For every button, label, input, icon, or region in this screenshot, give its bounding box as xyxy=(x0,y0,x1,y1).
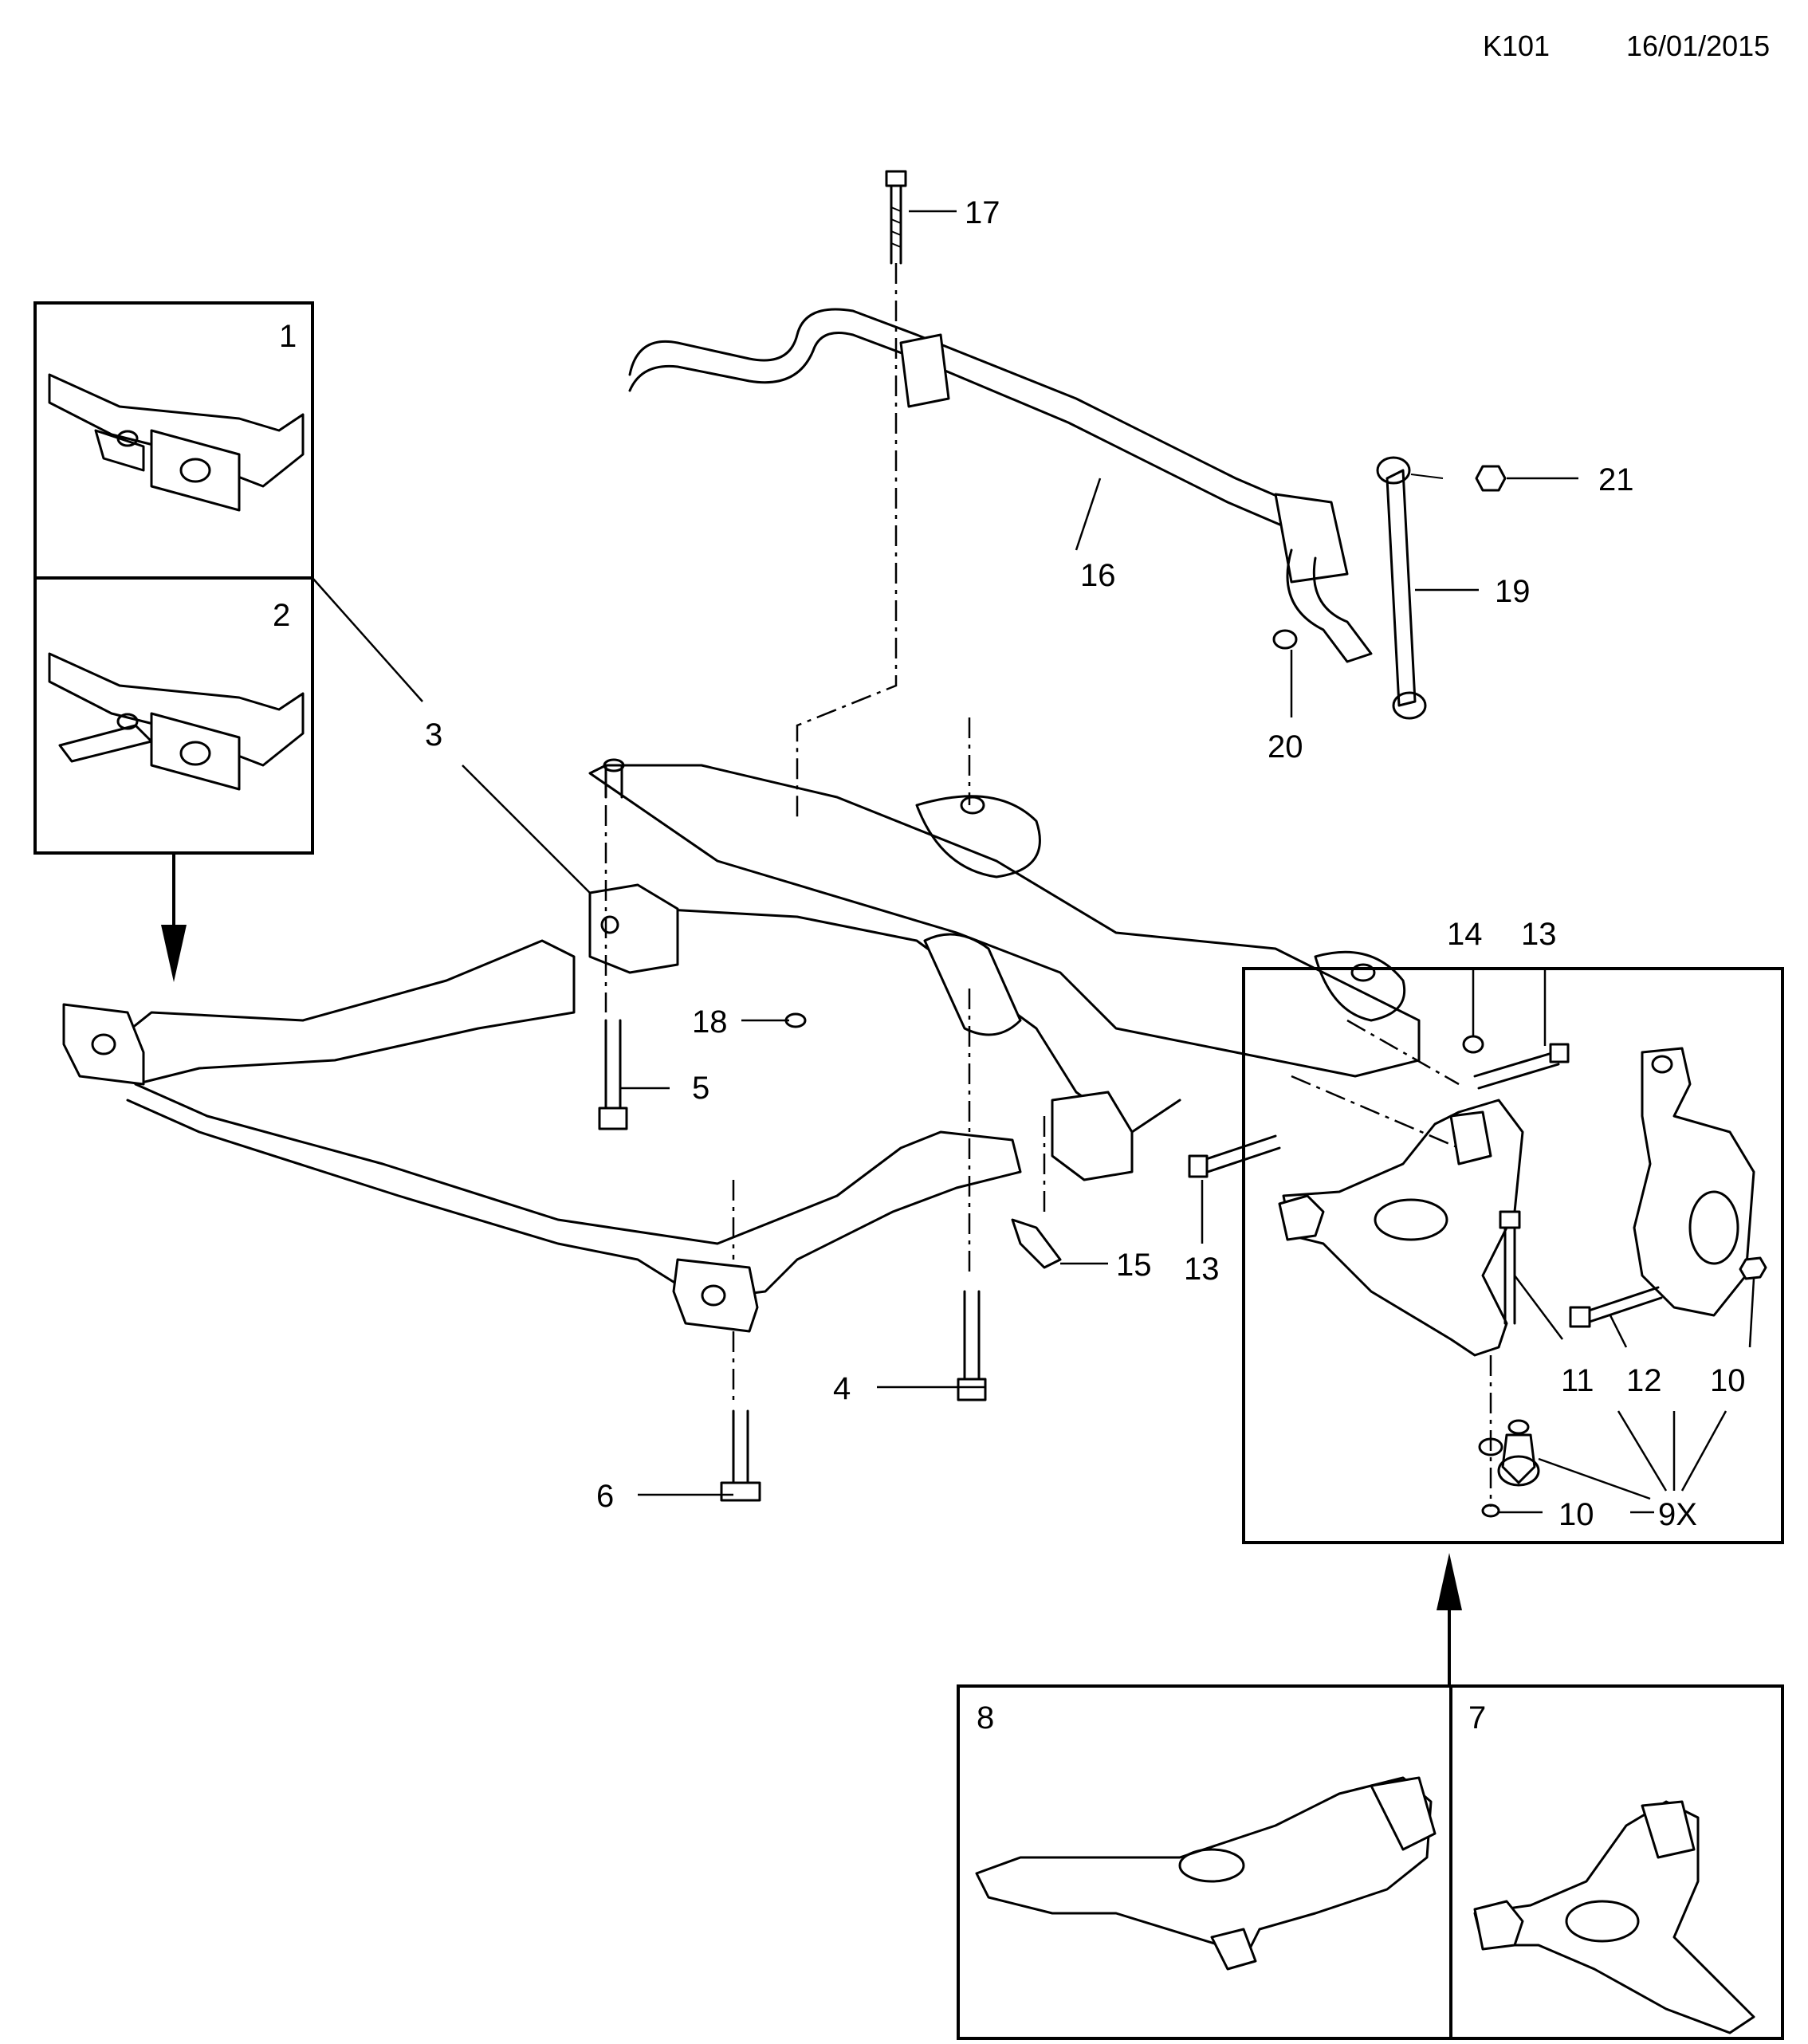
callout-2: 2 xyxy=(273,598,290,633)
frame-variant-2-illustration xyxy=(48,652,305,791)
bolt-4-illustration xyxy=(957,1290,987,1401)
callout-6: 6 xyxy=(596,1479,614,1514)
stabilizer-bar-illustration xyxy=(628,308,1373,663)
callout-21: 21 xyxy=(1598,462,1634,497)
inset-control-arm-assembly xyxy=(1242,967,1784,1544)
diagram-date: 16/01/2015 xyxy=(1626,29,1770,62)
callout-11: 11 xyxy=(1561,1363,1594,1398)
diagram-code: K101 xyxy=(1483,29,1550,62)
callout-15: 15 xyxy=(1116,1248,1152,1283)
bolt-17-illustration xyxy=(885,170,907,265)
steering-knuckle-illustration xyxy=(1633,1047,1755,1317)
callout-16: 16 xyxy=(1080,558,1116,593)
callout-7: 7 xyxy=(1468,1700,1486,1735)
control-arm-illustration xyxy=(1278,1099,1524,1357)
bracket-15-illustration xyxy=(1011,1218,1062,1269)
bolt-12-illustration xyxy=(1569,1286,1663,1328)
front-subframe-illustration xyxy=(588,758,1421,1181)
arrow-down-icon xyxy=(161,925,187,982)
bolt-5-illustration xyxy=(598,1019,628,1130)
callout-8: 8 xyxy=(977,1700,994,1735)
washer-14-illustration xyxy=(1462,1035,1484,1054)
leader-lines xyxy=(312,210,1755,1514)
ball-joint-illustration xyxy=(1478,1419,1540,1518)
bolt-13-illustration xyxy=(1188,1043,1570,1178)
callout-20: 20 xyxy=(1268,729,1303,765)
callout-14: 14 xyxy=(1447,917,1483,952)
callout-10-lower: 10 xyxy=(1558,1497,1594,1532)
callout-9x: 9X xyxy=(1658,1497,1697,1532)
frame-variant-1-illustration xyxy=(48,373,305,512)
callout-19: 19 xyxy=(1495,574,1531,609)
callout-labels: 1 2 3 4 5 6 7 8 9X 10 10 11 12 13 13 14 … xyxy=(273,195,1746,1735)
callout-12: 12 xyxy=(1626,1363,1662,1398)
callout-10-upper: 10 xyxy=(1710,1363,1746,1398)
inset-frame-variants xyxy=(33,301,314,982)
bolt-11-illustration xyxy=(1499,1210,1521,1325)
callout-5: 5 xyxy=(692,1071,709,1106)
assembly-guide-lines xyxy=(604,263,1460,1403)
nut-10-illustration xyxy=(1739,1256,1767,1280)
control-arm-variant-8-illustration xyxy=(975,1776,1437,1971)
arrow-up-icon xyxy=(1437,1553,1462,1610)
callout-3: 3 xyxy=(425,717,442,753)
callout-1: 1 xyxy=(279,319,297,354)
control-arm-variant-7-illustration xyxy=(1473,1800,1755,2034)
callout-4: 4 xyxy=(833,1371,851,1406)
front-frame-rail-illustration xyxy=(62,939,1022,1333)
inset-control-arm-variants xyxy=(957,1684,1784,2040)
callout-13-right: 13 xyxy=(1521,917,1557,952)
callout-17: 17 xyxy=(965,195,1000,230)
callout-13-lower: 13 xyxy=(1184,1252,1220,1287)
stabilizer-link-illustration xyxy=(1376,456,1507,720)
callout-18: 18 xyxy=(692,1004,728,1040)
bolt-6-illustration xyxy=(720,1409,761,1502)
